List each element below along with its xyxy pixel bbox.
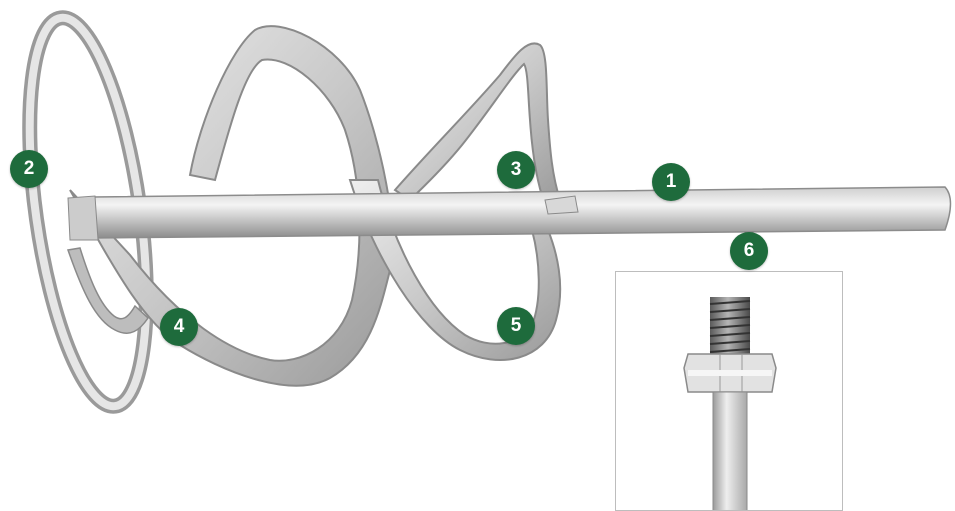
- paddle-shaft: [68, 187, 951, 240]
- shaft-rod: [713, 392, 747, 511]
- thread-stud: [710, 297, 750, 355]
- callout-badge-1: 1: [652, 163, 690, 201]
- callout-badge-2: 2: [10, 150, 48, 188]
- callout-badge-3: 3: [497, 151, 535, 189]
- hex-nut: [684, 354, 776, 392]
- thread-detail-inset: [615, 271, 843, 511]
- callout-badge-5: 5: [497, 307, 535, 345]
- threaded-end-illustration: [616, 272, 843, 511]
- callout-badge-6: 6: [730, 232, 768, 270]
- callout-badge-4: 4: [160, 308, 198, 346]
